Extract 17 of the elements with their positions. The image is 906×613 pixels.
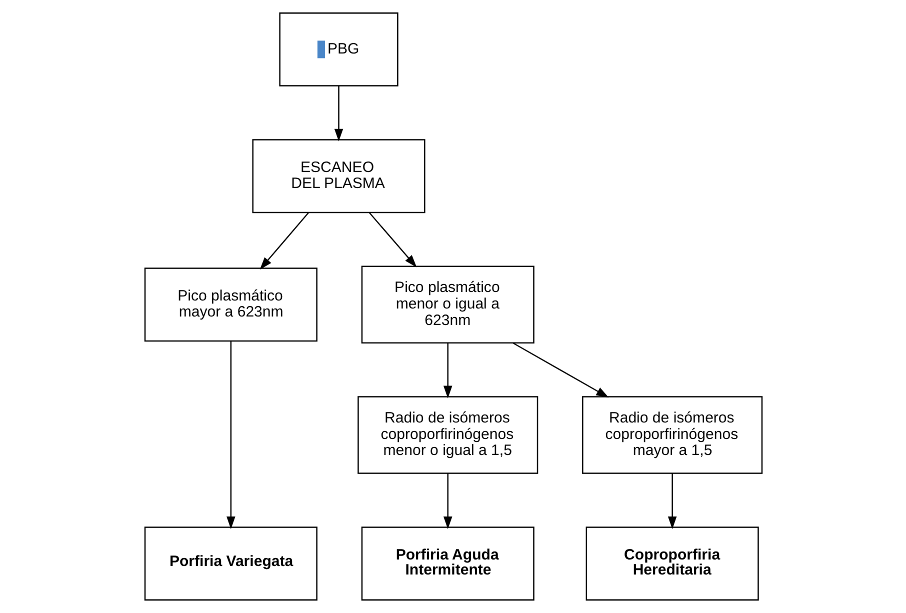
node-box: Pico plasmático mayor a 623nm: [144, 268, 317, 342]
arrow: [259, 212, 308, 270]
node-box: Radio de isómeros coproporfirinógenos menor o igual a 1,5: [357, 396, 538, 474]
node-box: Porfiria Variegata: [144, 526, 317, 601]
arrow: [512, 342, 608, 398]
arrow: [442, 473, 452, 530]
arrow: [667, 473, 676, 530]
node-box: Coproporfiria Hereditaria: [585, 526, 758, 601]
arrow: [334, 86, 343, 142]
node-box: Pico plasmático menor o igual a 623nm: [360, 266, 534, 344]
node-box: ESCANEO DEL PLASMA: [252, 139, 425, 214]
node-box: Radio de isómeros coproporfirinógenos mayor a 1,5: [582, 396, 762, 474]
arrow: [226, 341, 235, 530]
arrow: [442, 342, 452, 398]
node-box: PBG: [278, 12, 398, 86]
arrow: [368, 212, 416, 268]
node-box: Porfiria Aguda Intermitente: [360, 526, 534, 601]
